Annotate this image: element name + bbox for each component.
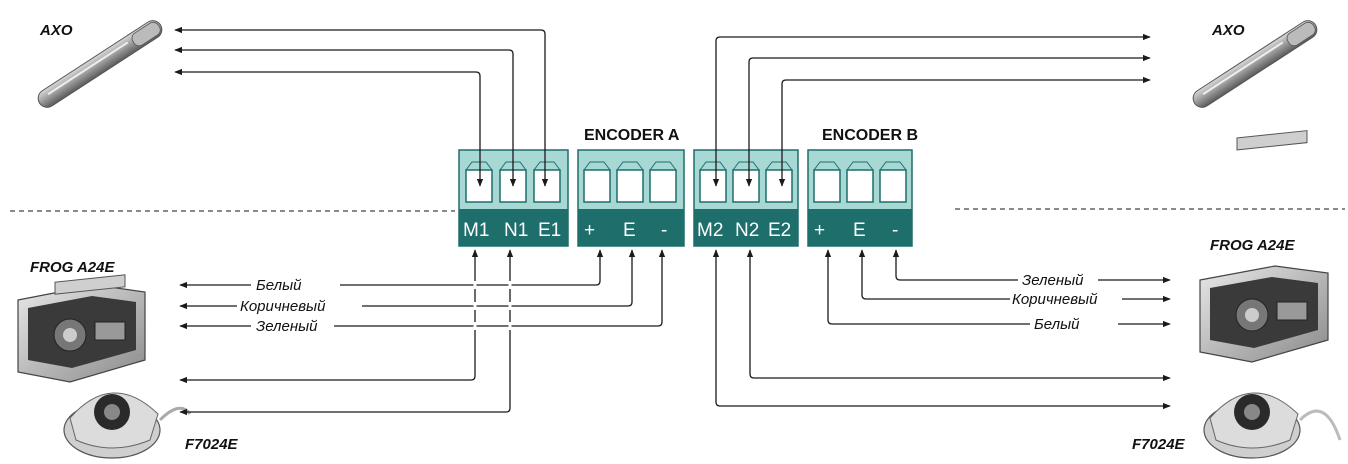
axo-right-label: AXO <box>1211 22 1245 39</box>
wire-label-left-brown: Коричневый <box>240 298 326 315</box>
wire-axo-left-e1 <box>174 26 549 187</box>
f7024-left-label: F7024E <box>185 436 239 453</box>
f7024-left-image <box>63 392 192 459</box>
terminal-m1: M1 <box>463 220 489 241</box>
wire-axo-right-e2 <box>778 76 1151 187</box>
wire-f7024-left-m1 <box>179 249 479 384</box>
wire-encoder-b-e <box>858 249 1010 300</box>
frog-left-label: FROG A24E <box>30 259 115 276</box>
wire-axo-right-m2 <box>712 33 1151 187</box>
axo-left-label: AXO <box>39 22 73 39</box>
terminal-n2: N2 <box>735 220 759 241</box>
frog-right-image <box>1199 130 1329 363</box>
terminal-encoder-a-minus: - <box>661 220 667 241</box>
terminal-encoder-b-e: E <box>853 220 866 241</box>
wire-label-left-white: Белый <box>256 277 302 294</box>
wire-label-right-white: Белый <box>1034 316 1080 333</box>
wire-encoder-a-minus <box>334 249 666 327</box>
wire-f7024-right-m2 <box>712 249 1171 410</box>
axo-right-image <box>1192 20 1318 108</box>
frog-left-image <box>17 274 146 383</box>
terminal-m2: M2 <box>697 220 723 241</box>
wire-encoder-b-plus <box>824 249 1030 325</box>
wire-encoder-b-minus <box>892 249 1018 281</box>
terminal-block-encoder-b: + E - <box>807 149 913 247</box>
terminal-encoder-b-plus: + <box>814 220 825 241</box>
axo-left-image <box>37 20 163 108</box>
terminal-n1: N1 <box>504 220 528 241</box>
wire-encoder-a-plus <box>340 249 604 286</box>
wire-encoder-a-e <box>362 249 636 307</box>
wire-label-right-green: Зеленый <box>1022 272 1084 289</box>
wire-f7024-left-n1 <box>179 249 514 416</box>
f7024-right-image <box>1203 392 1342 459</box>
encoder-a-title: ENCODER A <box>584 127 680 144</box>
wire-f7024-right-n2 <box>746 249 1171 382</box>
terminal-e1: E1 <box>538 220 561 241</box>
terminal-encoder-a-plus: + <box>584 220 595 241</box>
wire-label-left-green: Зеленый <box>256 318 318 335</box>
encoder-b-title: ENCODER B <box>822 127 918 144</box>
frog-right-label: FROG A24E <box>1210 237 1295 254</box>
f7024-right-label: F7024E <box>1132 436 1186 453</box>
terminal-encoder-b-minus: - <box>892 220 898 241</box>
wire-label-right-brown: Коричневый <box>1012 291 1098 308</box>
wire-axo-right-n2 <box>745 54 1151 187</box>
terminal-block-encoder-a: + E - <box>577 149 685 247</box>
terminal-encoder-a-e: E <box>623 220 636 241</box>
wire-axo-left-m1 <box>174 68 484 187</box>
terminal-e2: E2 <box>768 220 791 241</box>
